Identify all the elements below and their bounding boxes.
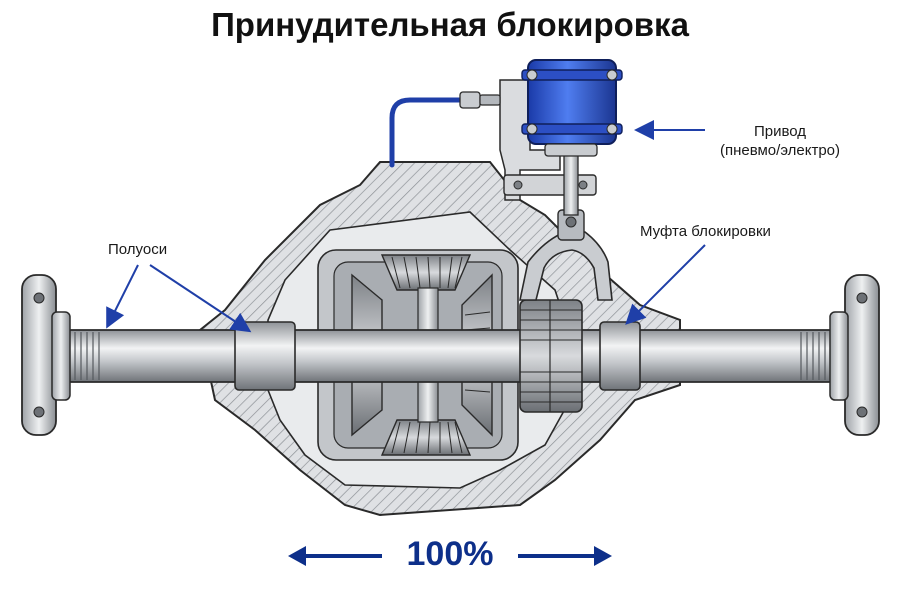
actuator-label-line1: Привод (753, 123, 807, 140)
torque-percent: 100% (406, 535, 494, 573)
control-line (389, 91, 501, 168)
wheel-flange-right (829, 274, 880, 436)
page-title: Принудительная блокировка (211, 6, 689, 43)
actuator (521, 59, 623, 157)
spider-gear-top (380, 254, 472, 291)
coupling-label: Муфта блокировки (640, 223, 771, 240)
shift-fork (519, 209, 613, 301)
half-shafts (64, 321, 836, 391)
half-shafts-label: Полуоси (108, 241, 168, 258)
callout-arrows (106, 120, 706, 333)
coupling-callout-arrow (625, 244, 706, 325)
wheel-flange-left (21, 274, 71, 436)
locking-coupling (519, 299, 583, 413)
torque-split-arrow (288, 546, 612, 566)
half-shaft-left-callout-arrow (106, 264, 139, 329)
actuator-label: Привод (пневмо/электро) (690, 122, 870, 160)
half-shaft-right-callout-arrow (149, 264, 252, 333)
spider-gear-bottom (380, 419, 472, 456)
actuator-label-line2: (пневмо/электро) (719, 142, 841, 159)
